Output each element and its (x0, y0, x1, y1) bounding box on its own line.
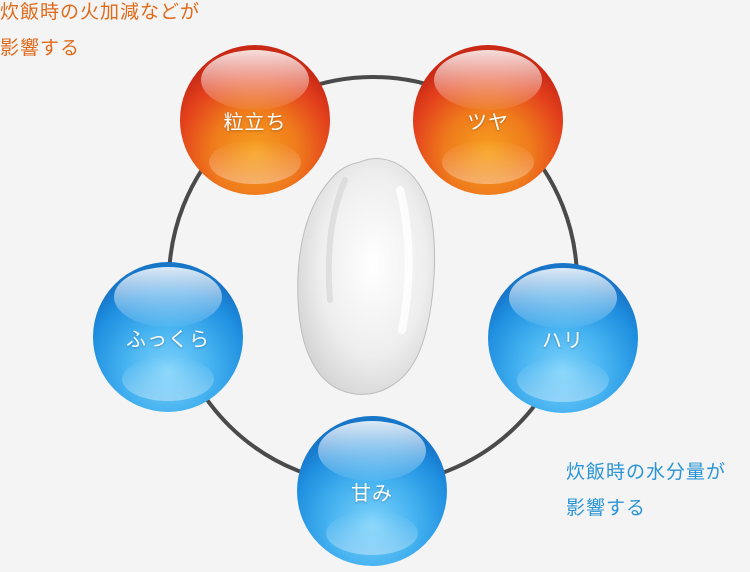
ball-fukkura (93, 262, 243, 412)
ball-tsuya (413, 45, 563, 195)
water-note-line1: 炊飯時の水分量が (566, 461, 727, 483)
heat-note-line1: 炊飯時の火加減などが (0, 1, 201, 23)
label-tsuya: ツヤ (467, 110, 509, 134)
water-note: 炊飯時の水分量が 影響する (566, 454, 726, 526)
water-note-line2: 影響する (566, 497, 647, 519)
heat-note-line2: 影響する (0, 37, 81, 59)
rice-grain-icon (297, 158, 436, 395)
heat-note: 炊飯時の火加減などが 影響する (0, 0, 200, 66)
label-tsubudachi: 粒立ち (223, 110, 287, 134)
label-hari: ハリ (542, 328, 584, 352)
label-amami: 甘み (351, 481, 393, 505)
label-fukkura: ふっくら (126, 327, 210, 351)
ball-amami (297, 416, 447, 566)
ball-hari (488, 263, 638, 413)
ball-tsubudachi (180, 45, 330, 195)
